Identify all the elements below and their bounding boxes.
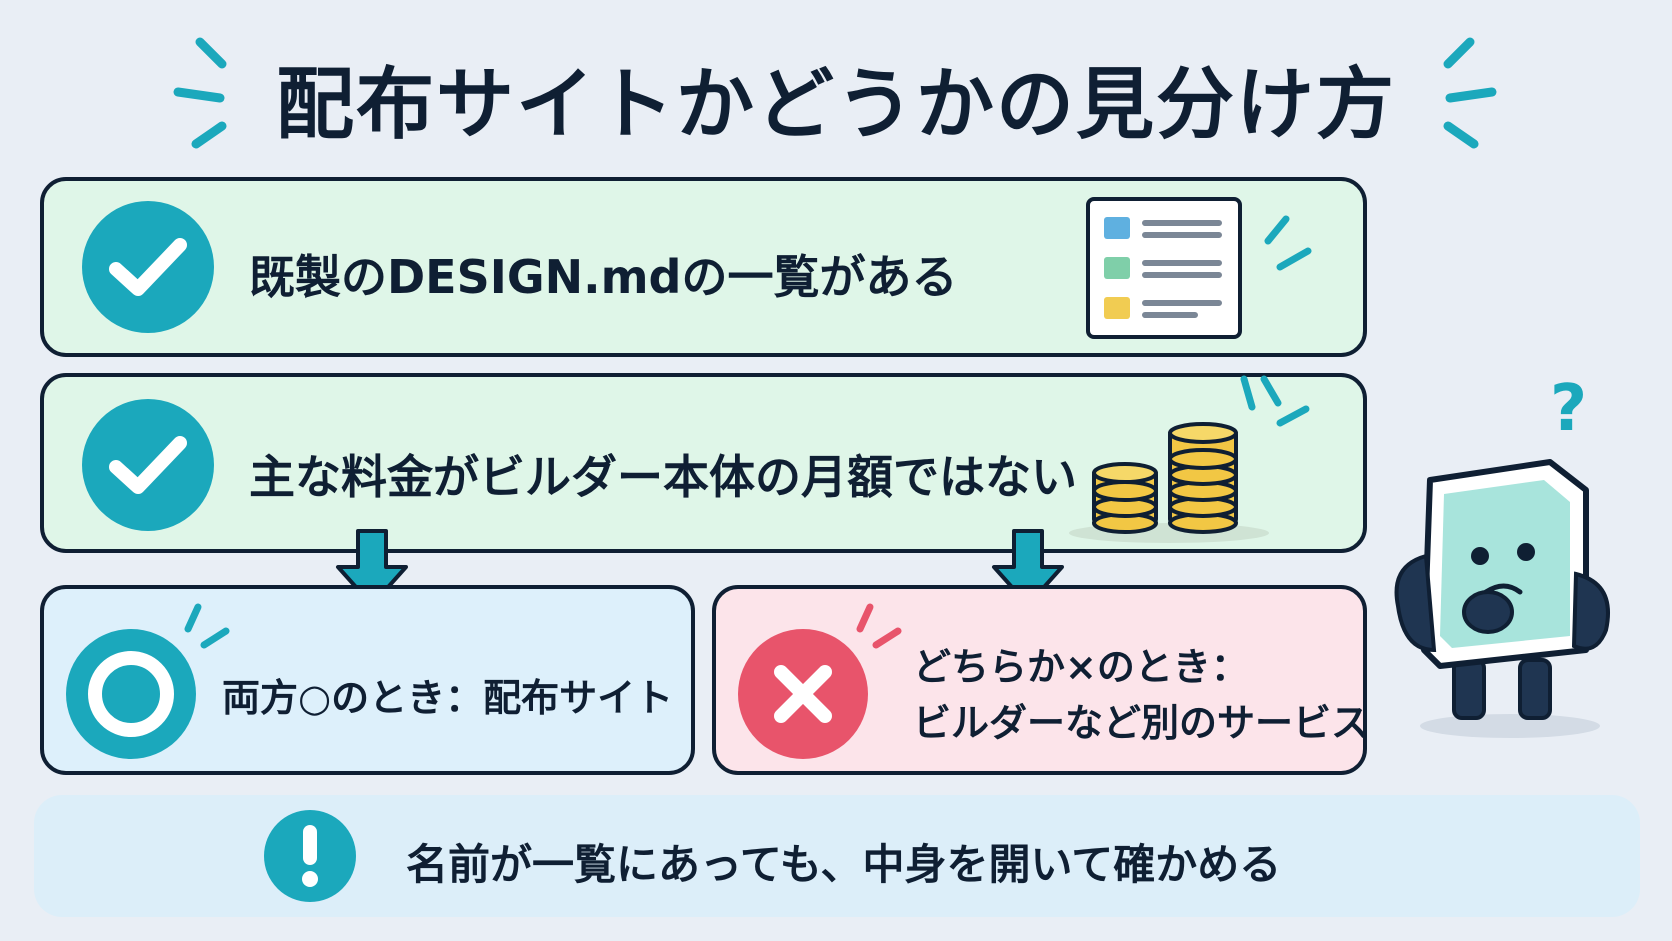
condition-text-1: 既製のDESIGN.mdの一覧がある — [249, 250, 958, 304]
confused-mascot: ? — [1394, 372, 1610, 738]
outcome-positive-text: 両方○のとき：配布サイト — [222, 676, 674, 720]
outcome-positive-card: 両方○のとき：配布サイト — [40, 585, 695, 775]
condition-text-2: 主な料金がビルダー本体の月額ではない — [249, 450, 1077, 504]
condition-card-1: 既製のDESIGN.mdの一覧がある — [40, 177, 1367, 357]
exclamation-icon — [264, 810, 356, 902]
page-title: 配布サイトかどうかの見分け方 — [275, 60, 1396, 150]
cross-mark-icon — [738, 629, 868, 759]
title-burst-left — [173, 37, 227, 149]
outcome-negative-card: どちらか×のとき： ビルダーなど別のサービス — [712, 585, 1370, 775]
note-bar: 名前が一覧にあっても、中身を開いて確かめる — [34, 795, 1640, 917]
outcome-negative-line2: ビルダーなど別のサービス — [913, 701, 1370, 745]
positive-burst — [184, 603, 230, 649]
condition-card-2: 主な料金がビルダー本体の月額ではない — [40, 373, 1367, 553]
coin-stack-icon — [1069, 422, 1269, 543]
outcome-negative-line1: どちらか×のとき： — [913, 645, 1249, 689]
doc-burst — [1264, 215, 1312, 271]
question-mark-icon: ? — [1550, 372, 1587, 446]
list-document-icon — [1086, 197, 1242, 339]
negative-burst — [856, 603, 902, 649]
note-text: 名前が一覧にあっても、中身を開いて確かめる — [406, 840, 1282, 889]
check-icon — [82, 201, 214, 333]
check-icon — [82, 399, 214, 531]
coin-burst — [1240, 375, 1310, 427]
title-burst-right — [1443, 37, 1497, 149]
circle-mark-icon — [66, 629, 196, 759]
